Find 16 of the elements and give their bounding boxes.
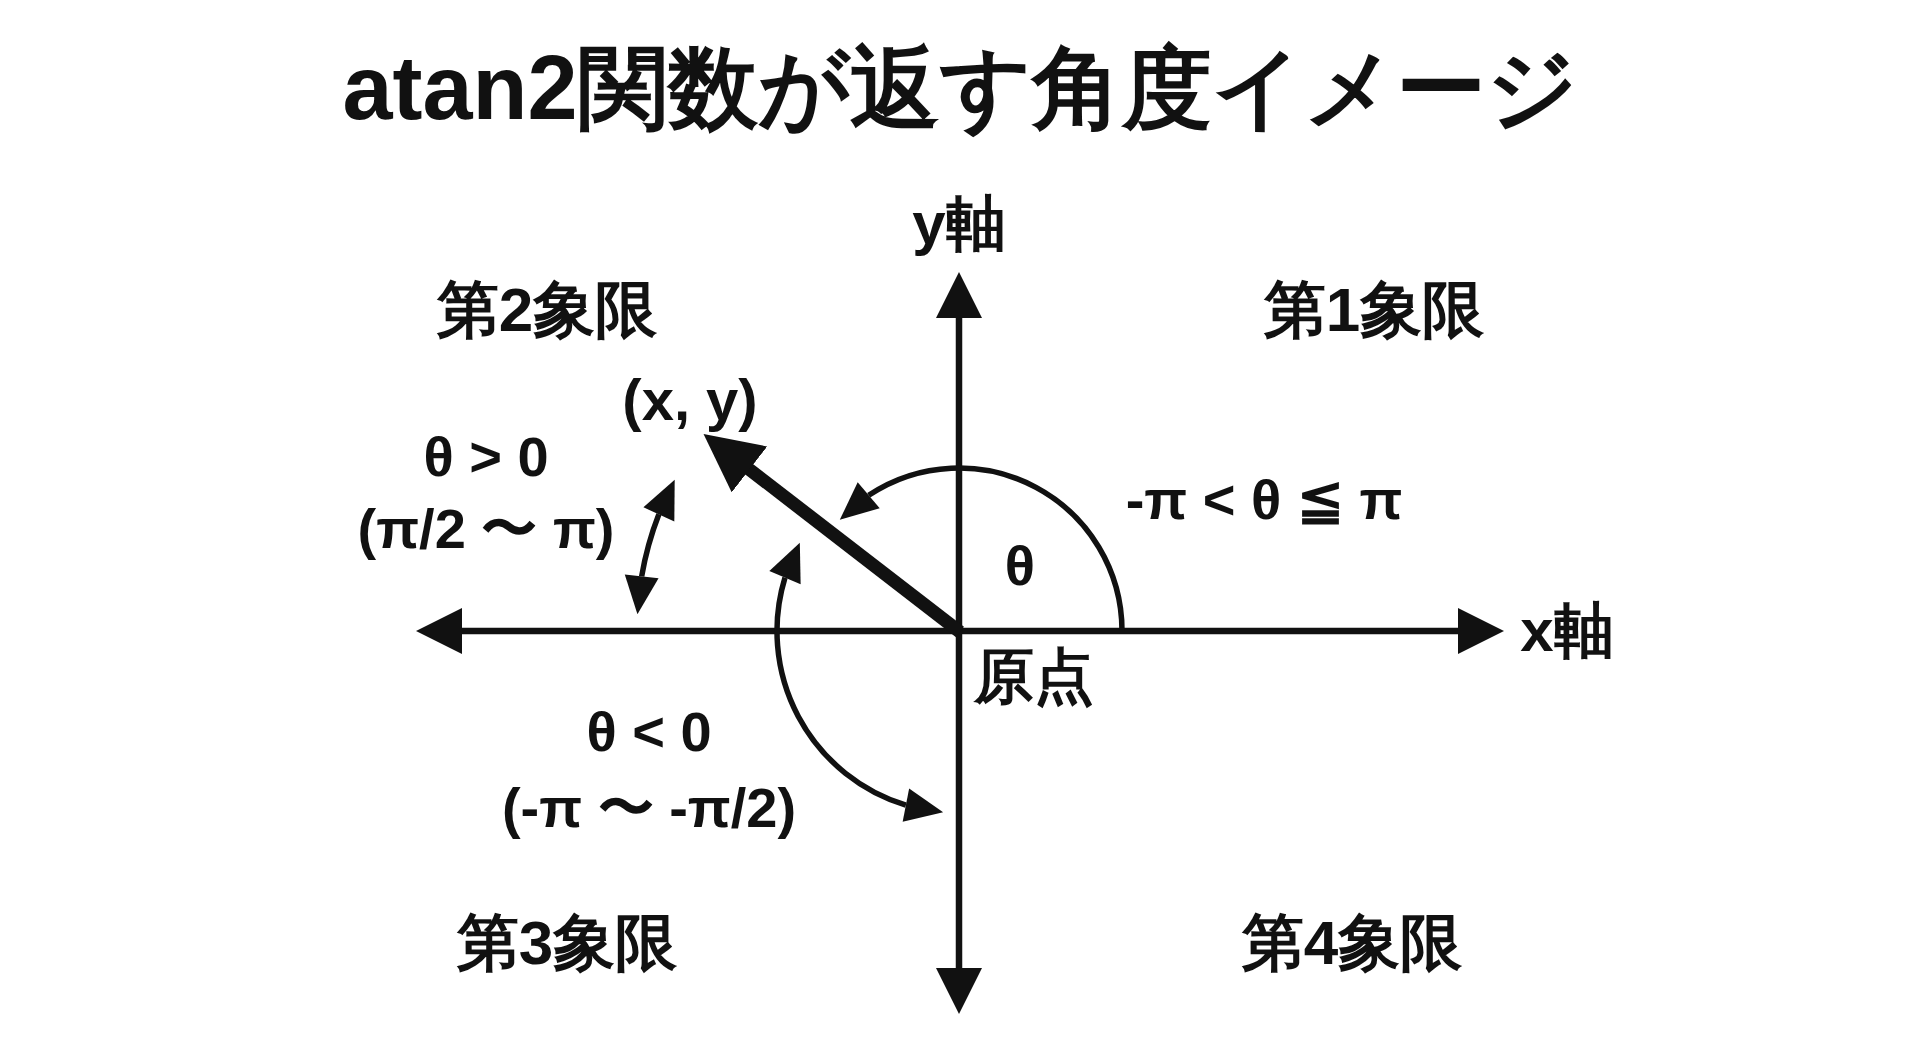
- diagram-title: atan2関数が返す角度イメージ: [342, 38, 1578, 138]
- origin-label: 原点: [962, 634, 1094, 710]
- angle-condition-label: θ < 0: [586, 701, 712, 763]
- vector-arrow: [703, 434, 964, 638]
- axis-label: x軸: [1520, 598, 1614, 664]
- angle-range-label: -π < θ ≦ π: [1125, 469, 1403, 531]
- angle-range-label: (π/2 〜 π): [357, 498, 615, 560]
- quadrant-label: 第3象限: [456, 908, 678, 978]
- quadrant-label: 第2象限: [436, 275, 658, 345]
- quadrant-label: 第1象限: [1263, 275, 1485, 345]
- angle-label: θ: [1004, 535, 1036, 597]
- axis-label: y軸: [912, 191, 1006, 257]
- quadrant-label: 第4象限: [1241, 908, 1463, 978]
- angle-range-label: (-π 〜 -π/2): [501, 777, 797, 839]
- point-label: (x, y): [622, 368, 758, 432]
- angle-condition-label: θ > 0: [423, 426, 549, 488]
